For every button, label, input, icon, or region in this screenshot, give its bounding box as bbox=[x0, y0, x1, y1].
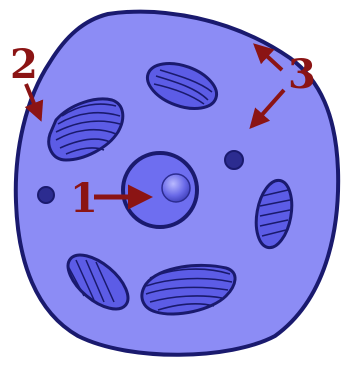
nucleolus bbox=[162, 174, 190, 202]
granule-left bbox=[38, 187, 54, 203]
label-cytoplasm: 3 bbox=[288, 51, 316, 98]
label-cell-membrane: 2 bbox=[10, 41, 38, 88]
nucleus bbox=[123, 153, 197, 227]
granule-right bbox=[225, 151, 243, 169]
label-nucleus: 1 bbox=[70, 175, 98, 222]
